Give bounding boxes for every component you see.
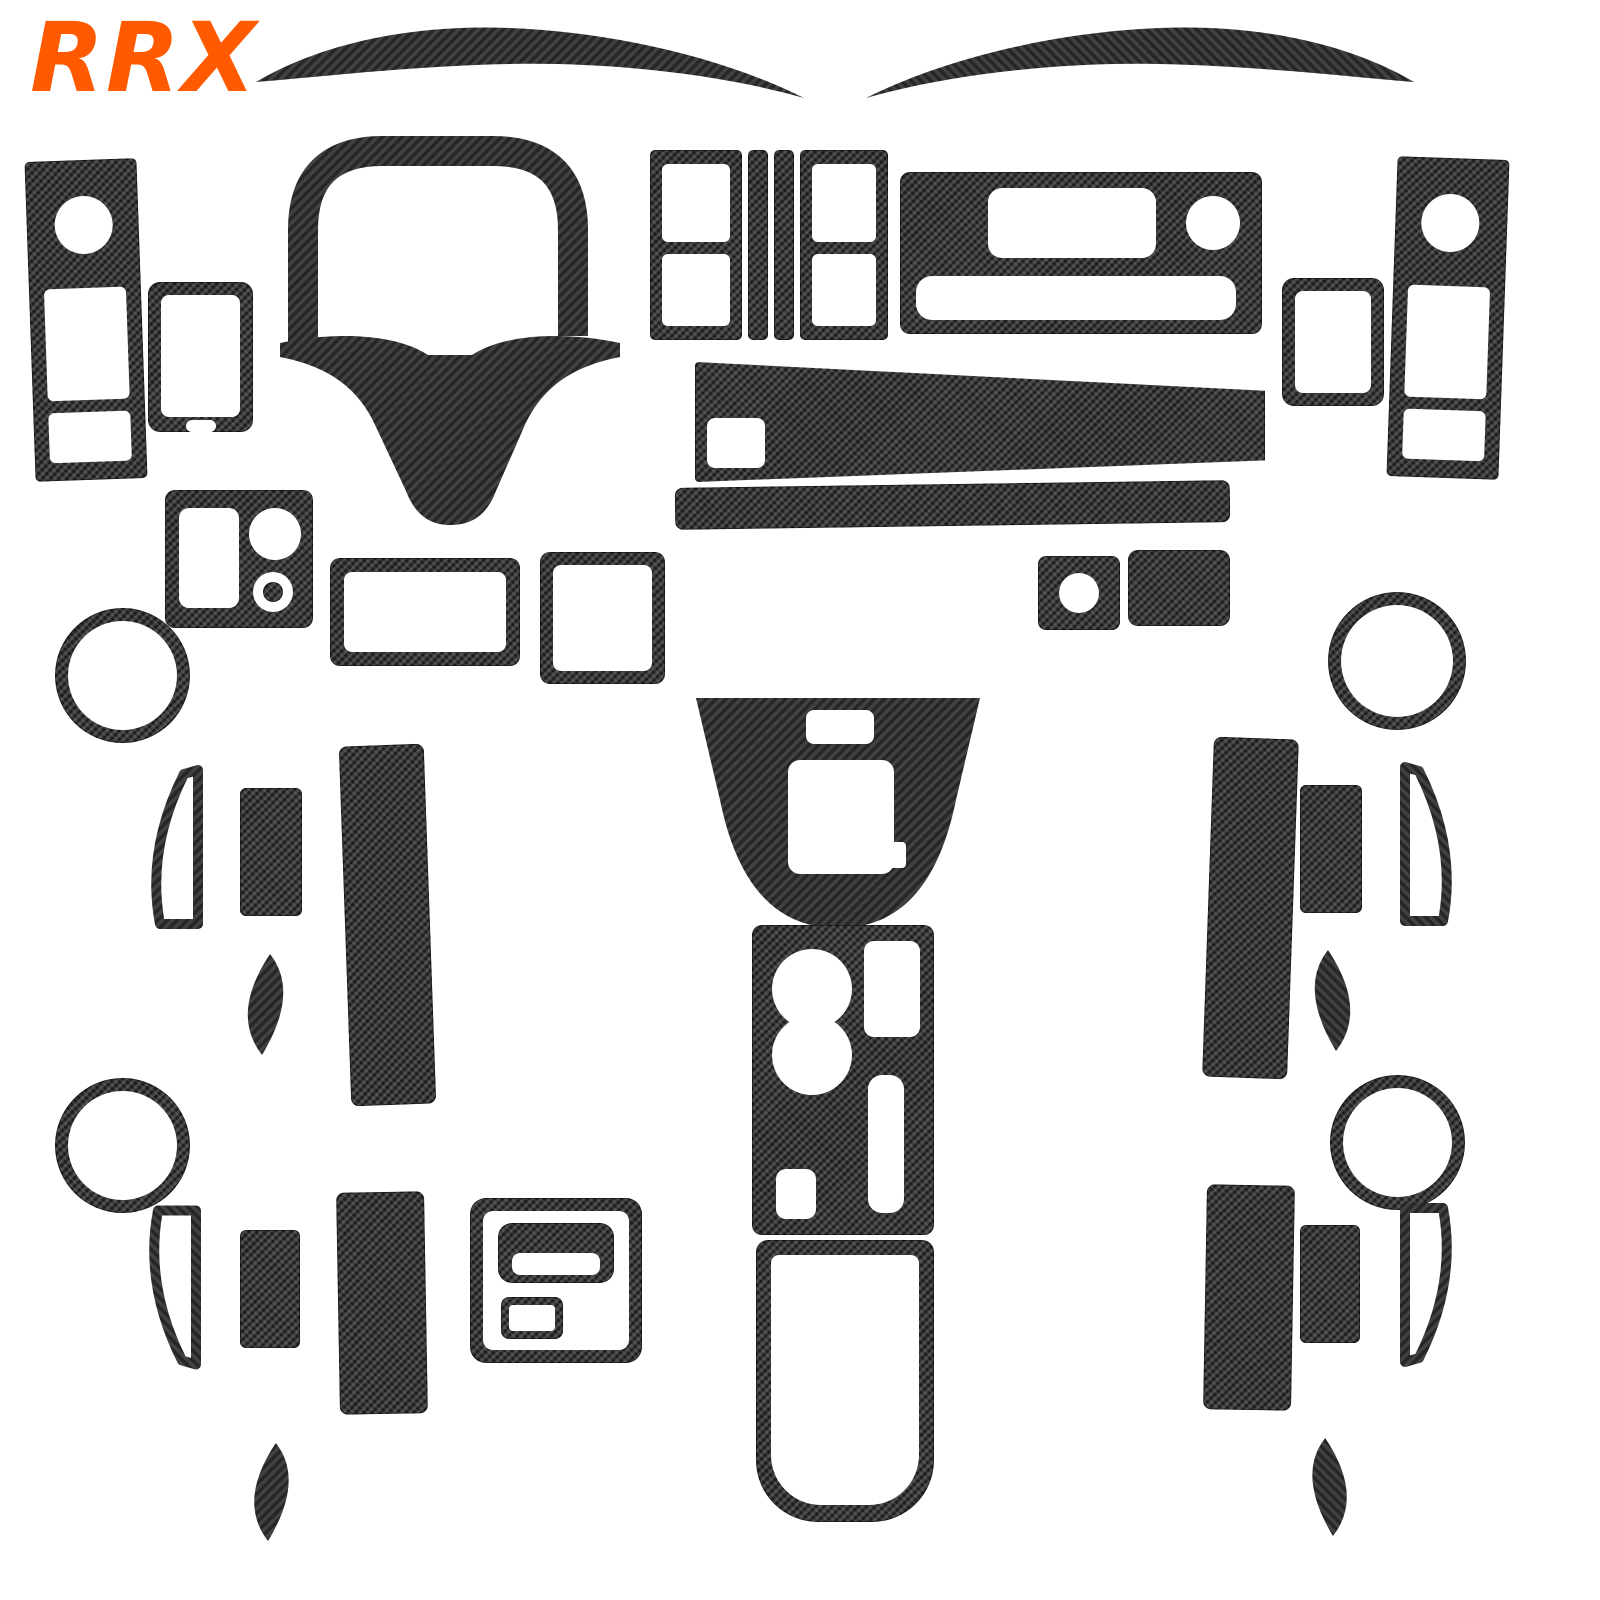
radio-panel — [900, 172, 1262, 334]
headlight-eyebrow-left-icon — [256, 27, 804, 98]
cup-hole — [772, 1015, 852, 1095]
steering-wheel-trim — [280, 136, 620, 525]
pillar-strip-a — [748, 150, 768, 340]
small-panel-with-circle — [1038, 556, 1120, 630]
cutout-boot — [788, 760, 894, 874]
speaker-ring-top-right — [1328, 592, 1466, 730]
cup-holder-panel — [752, 925, 934, 1235]
door-sail-frame-bottom-left — [149, 1205, 201, 1370]
eyebrow-shape — [256, 27, 804, 98]
cutout-notch — [186, 420, 216, 432]
bezel-hole — [483, 1211, 629, 1350]
sail-outline — [149, 1205, 201, 1370]
center-frame-a — [330, 558, 520, 666]
tray-hole — [771, 1255, 919, 1505]
leaf-trim-left — [247, 954, 284, 1055]
cutout-button — [886, 842, 906, 868]
headlight-switch-panel — [165, 490, 313, 628]
steering-lower-cover — [280, 335, 620, 525]
ac-vent-frame-left — [650, 150, 742, 340]
cutout-rect — [662, 254, 730, 326]
leaf-shape — [1314, 950, 1351, 1051]
ring-hole — [68, 621, 177, 730]
leaf-shape — [247, 954, 284, 1055]
cutout-rect — [806, 710, 874, 744]
cutout-rect — [1402, 408, 1486, 462]
cutout-rect — [553, 565, 652, 671]
leaf-trim-bottom-right — [1312, 1437, 1347, 1537]
latch-hole — [509, 1305, 555, 1331]
handle-scoop — [512, 1253, 600, 1275]
small-switch-frame-right — [1282, 278, 1384, 406]
cutout-rect — [344, 572, 506, 652]
door-insert-top-left — [240, 788, 302, 916]
door-insert-top-right — [1300, 785, 1362, 913]
dashboard-trim-lower — [674, 480, 1231, 530]
handle-cup — [498, 1223, 614, 1283]
cutout-circle — [1059, 573, 1099, 613]
leaf-shape — [1312, 1437, 1347, 1537]
latch-frame — [501, 1297, 563, 1339]
cutout-circle — [249, 508, 301, 560]
headlight-eyebrow-right-icon — [866, 27, 1414, 98]
cutout-rect — [43, 286, 130, 402]
cutout-rect — [48, 410, 132, 464]
eyebrow-shape — [866, 27, 1414, 98]
dashboard-trim-upper — [695, 362, 1265, 482]
cutout-circle — [1420, 193, 1481, 254]
door-sail-frame-bottom-right — [1400, 1203, 1452, 1367]
cutout-rect — [1295, 291, 1371, 393]
cutout-rect — [707, 418, 765, 468]
knob — [263, 582, 283, 602]
ac-vent-frame-right — [800, 150, 888, 340]
cutout-rect — [662, 164, 730, 242]
leaf-trim-right — [1314, 950, 1351, 1051]
brand-logo: RRX — [30, 2, 258, 114]
cutout-rect — [812, 164, 876, 242]
cutout-tray — [916, 276, 1236, 320]
door-sail-frame-top-right — [1400, 762, 1452, 926]
steering-upper-arch — [288, 136, 588, 342]
cutout-screen — [988, 188, 1156, 258]
cutout-rect — [812, 254, 876, 326]
cutout-slot — [868, 1075, 904, 1213]
window-switch-panel-left — [24, 158, 148, 482]
ring-hole — [1341, 605, 1453, 717]
cutout-rect — [1404, 284, 1491, 400]
sail-outline — [151, 765, 203, 929]
cutout-circle — [1186, 196, 1240, 250]
ring-hole — [1343, 1088, 1452, 1197]
speaker-ring-bottom-right — [1330, 1075, 1465, 1210]
cutout-circle — [53, 195, 114, 256]
b-pillar-strip-bottom-right — [1203, 1184, 1295, 1411]
sail-outline — [1400, 762, 1452, 926]
door-sail-frame-top-left — [151, 765, 203, 929]
speaker-ring-top-left — [55, 608, 190, 743]
small-switch-frame-left — [148, 282, 253, 432]
leaf-trim-bottom-left — [254, 1442, 289, 1542]
window-switch-panel-right — [1386, 156, 1510, 480]
b-pillar-strip-right — [1202, 736, 1299, 1080]
door-insert-bottom-right — [1300, 1225, 1360, 1343]
door-insert-bottom-left — [240, 1230, 300, 1348]
sail-outline — [1400, 1203, 1452, 1367]
center-frame-b — [540, 552, 665, 684]
gear-shift-panel — [696, 698, 980, 928]
console-tray — [756, 1240, 934, 1522]
pillar-strip-b — [774, 150, 794, 340]
speaker-ring-bottom-left — [55, 1078, 190, 1213]
cutout-circle — [253, 572, 293, 612]
cutout-rect — [864, 941, 920, 1037]
small-blank-panel — [1128, 550, 1230, 626]
cutout-slot — [776, 1169, 816, 1219]
b-pillar-strip-left — [338, 743, 437, 1107]
b-pillar-strip-bottom-left — [336, 1191, 428, 1415]
ring-hole — [68, 1091, 177, 1200]
leaf-shape — [254, 1442, 289, 1542]
cutout-rect — [179, 508, 239, 608]
cutout-rect — [161, 295, 240, 417]
seat-handle-bezel — [470, 1198, 642, 1363]
